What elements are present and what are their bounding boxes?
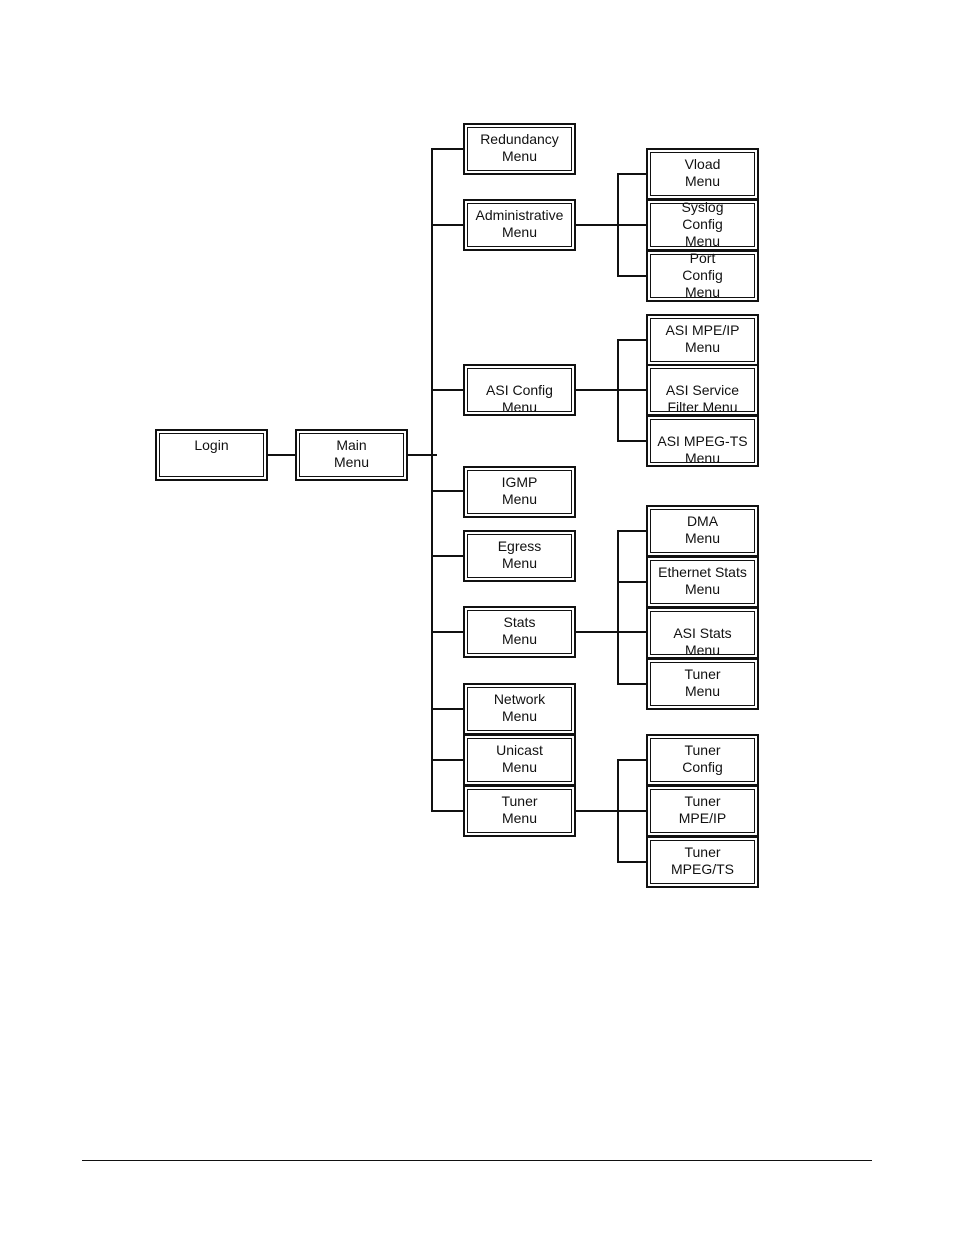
connector-main-trunk	[407, 454, 437, 456]
branch-egress	[431, 555, 464, 557]
tuner-config-label: Tuner Config	[682, 742, 723, 775]
stats-branch-4	[617, 683, 647, 685]
redundancy-menu-box: Redundancy Menu	[463, 123, 576, 175]
syslog-config-menu-label: Syslog Config Menu	[681, 199, 724, 249]
vload-menu-label: Vload Menu	[684, 156, 721, 189]
stats-branch-2	[617, 581, 647, 583]
syslog-config-menu-box: Syslog Config Menu	[646, 199, 759, 251]
stats-branch-1	[617, 530, 647, 532]
main-menu-label: Main Menu	[333, 437, 370, 470]
tuner-mpe-ip-label: Tuner MPE/IP	[678, 793, 727, 826]
asi-stats-menu-box: ASI Stats Menu	[646, 607, 759, 659]
branch-asi-config	[431, 389, 464, 391]
network-menu-box: Network Menu	[463, 683, 576, 735]
igmp-menu-box: IGMP Menu	[463, 466, 576, 518]
asi-mpe-ip-menu-box: ASI MPE/IP Menu	[646, 314, 759, 366]
asi-mpe-ip-menu-label: ASI MPE/IP Menu	[665, 322, 740, 355]
asi-branch-3	[617, 440, 647, 442]
asi-service-filter-menu-box: ASI Service Filter Menu	[646, 364, 759, 416]
tuner-branch-3	[617, 861, 647, 863]
redundancy-menu-label: Redundancy Menu	[480, 131, 559, 164]
asi-mpeg-ts-menu-box: ASI MPEG-TS Menu	[646, 415, 759, 467]
network-menu-label: Network Menu	[493, 691, 546, 724]
main-trunk-vertical	[431, 148, 433, 811]
dma-menu-label: DMA Menu	[684, 513, 721, 546]
branch-igmp	[431, 490, 464, 492]
ethernet-stats-menu-label: Ethernet Stats Menu	[658, 564, 747, 597]
branch-redundancy	[431, 148, 464, 150]
asi-link	[576, 389, 618, 391]
branch-unicast	[431, 759, 464, 761]
asi-stats-menu-label: ASI Stats Menu	[673, 625, 732, 658]
port-config-menu-label: Port Config Menu	[682, 250, 723, 300]
egress-menu-label: Egress Menu	[497, 538, 542, 571]
branch-administrative	[431, 224, 464, 226]
stats-menu-box: Stats Menu	[463, 606, 576, 658]
stats-tuner-menu-label: Tuner Menu	[684, 666, 721, 699]
footer-divider	[82, 1160, 872, 1161]
login-label: Login	[194, 437, 229, 453]
admin-link	[576, 224, 618, 226]
asi-config-menu-box: ASI Config Menu	[463, 364, 576, 416]
stats-tuner-menu-box: Tuner Menu	[646, 658, 759, 710]
egress-menu-box: Egress Menu	[463, 530, 576, 582]
stats-menu-label: Stats Menu	[501, 614, 538, 647]
dma-menu-box: DMA Menu	[646, 505, 759, 557]
tuner-link	[576, 810, 618, 812]
main-menu-box: Main Menu	[295, 429, 408, 481]
branch-tuner	[431, 810, 464, 812]
ethernet-stats-menu-box: Ethernet Stats Menu	[646, 556, 759, 608]
tuner-branch-2	[617, 810, 647, 812]
stats-branch-3	[617, 631, 647, 633]
admin-branch-2	[617, 224, 647, 226]
administrative-menu-box: Administrative Menu	[463, 199, 576, 251]
tuner-branch-1	[617, 759, 647, 761]
asi-branch-2	[617, 389, 647, 391]
admin-branch-3	[617, 275, 647, 277]
asi-service-filter-menu-label: ASI Service Filter Menu	[665, 382, 740, 415]
igmp-menu-label: IGMP Menu	[501, 474, 538, 507]
stats-trunk	[617, 530, 619, 685]
admin-branch-1	[617, 173, 647, 175]
port-config-menu-box: Port Config Menu	[646, 250, 759, 302]
branch-network	[431, 708, 464, 710]
asi-branch-1	[617, 339, 647, 341]
unicast-menu-label: Unicast Menu	[496, 742, 543, 775]
administrative-menu-label: Administrative Menu	[475, 207, 564, 240]
asi-mpeg-ts-menu-label: ASI MPEG-TS Menu	[657, 433, 748, 466]
unicast-menu-box: Unicast Menu	[463, 734, 576, 786]
branch-stats	[431, 631, 464, 633]
tuner-mpeg-ts-box: Tuner MPEG/TS	[646, 836, 759, 888]
vload-menu-box: Vload Menu	[646, 148, 759, 200]
tuner-mpe-ip-box: Tuner MPE/IP	[646, 785, 759, 837]
tuner-config-box: Tuner Config	[646, 734, 759, 786]
tuner-menu-label: Tuner Menu	[501, 793, 538, 826]
connector-login-main	[267, 454, 295, 456]
stats-link	[576, 631, 618, 633]
login-box: Login	[155, 429, 268, 481]
tuner-mpeg-ts-label: Tuner MPEG/TS	[670, 844, 734, 877]
tuner-menu-box: Tuner Menu	[463, 785, 576, 837]
asi-config-menu-label: ASI Config Menu	[486, 382, 553, 415]
